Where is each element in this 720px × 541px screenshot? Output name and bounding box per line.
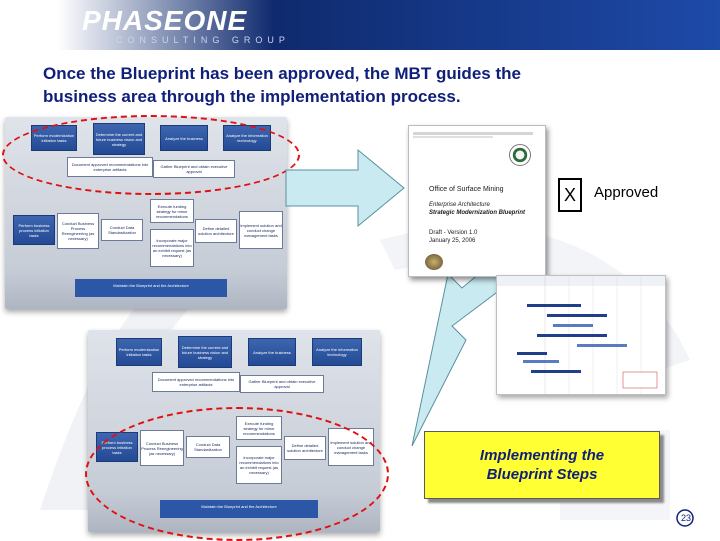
callout-line-2: Blueprint Steps xyxy=(486,466,598,483)
gantt-chart-thumbnail xyxy=(496,275,666,395)
diagram-box: Define detailed solution architecture xyxy=(195,219,237,243)
diagram-box: Analyze the information technology xyxy=(312,338,362,366)
diagram-box: Incorporate major recommendations into a… xyxy=(150,229,194,267)
document-subtitle-1: Enterprise Architecture xyxy=(429,202,490,208)
phaseone-logo: PHASEONE CONSULTING GROUP xyxy=(82,5,285,47)
title-line-1: Once the Blueprint has been approved, th… xyxy=(43,64,521,83)
diagram-base-bar: Maintain the Blueprint and the Architect… xyxy=(75,279,227,297)
document-version: Draft - Version 1.0 xyxy=(429,230,478,236)
document-subtitle-2: Strategic Modernization Blueprint xyxy=(429,210,526,216)
diagram-box: Gather Blueprint and obtain executive ap… xyxy=(240,375,324,393)
page-number: 23 xyxy=(675,508,695,528)
diagram-box: Conduct Business Process Reengineering (… xyxy=(57,213,99,249)
blueprint-document: Office of Surface Mining Enterprise Arch… xyxy=(408,125,546,277)
diagram-box: Perform modernization initiation tasks xyxy=(116,338,162,366)
implementing-callout: Implementing the Blueprint Steps xyxy=(424,431,660,499)
logo-tagline: CONSULTING GROUP xyxy=(116,35,290,45)
diagram-box: Conduct Data Standardization xyxy=(101,219,143,241)
callout-line-1: Implementing the xyxy=(479,447,605,464)
diagram-box: Implement solution and conduct change ma… xyxy=(239,211,283,249)
document-date: January 25, 2006 xyxy=(429,238,476,244)
diagram-box: Execute funding strategy for minor recom… xyxy=(150,199,194,223)
highlight-ellipse-top xyxy=(2,115,300,195)
doc-photo-icon xyxy=(425,254,443,270)
document-agency: Office of Surface Mining xyxy=(429,186,504,193)
title-line-2: business area through the implementation… xyxy=(43,87,461,106)
diagram-box: Perform business process initiation task… xyxy=(13,215,55,245)
diagram-box: Determine the current and future busines… xyxy=(178,336,232,368)
diagram-box: Analyze the business xyxy=(248,338,296,366)
approved-checkbox: X xyxy=(558,178,582,212)
right-arrow xyxy=(285,148,405,228)
page-number-text: 23 xyxy=(681,513,692,523)
header-band xyxy=(0,0,720,50)
diagram-box: Document approved recommendations into e… xyxy=(152,372,240,392)
slide-title: Once the Blueprint has been approved, th… xyxy=(43,62,683,108)
agency-seal xyxy=(509,144,531,166)
approved-label: Approved xyxy=(594,184,659,201)
page-number-ring-icon xyxy=(676,509,694,527)
logo-wordmark: PHASEONE xyxy=(82,5,248,36)
